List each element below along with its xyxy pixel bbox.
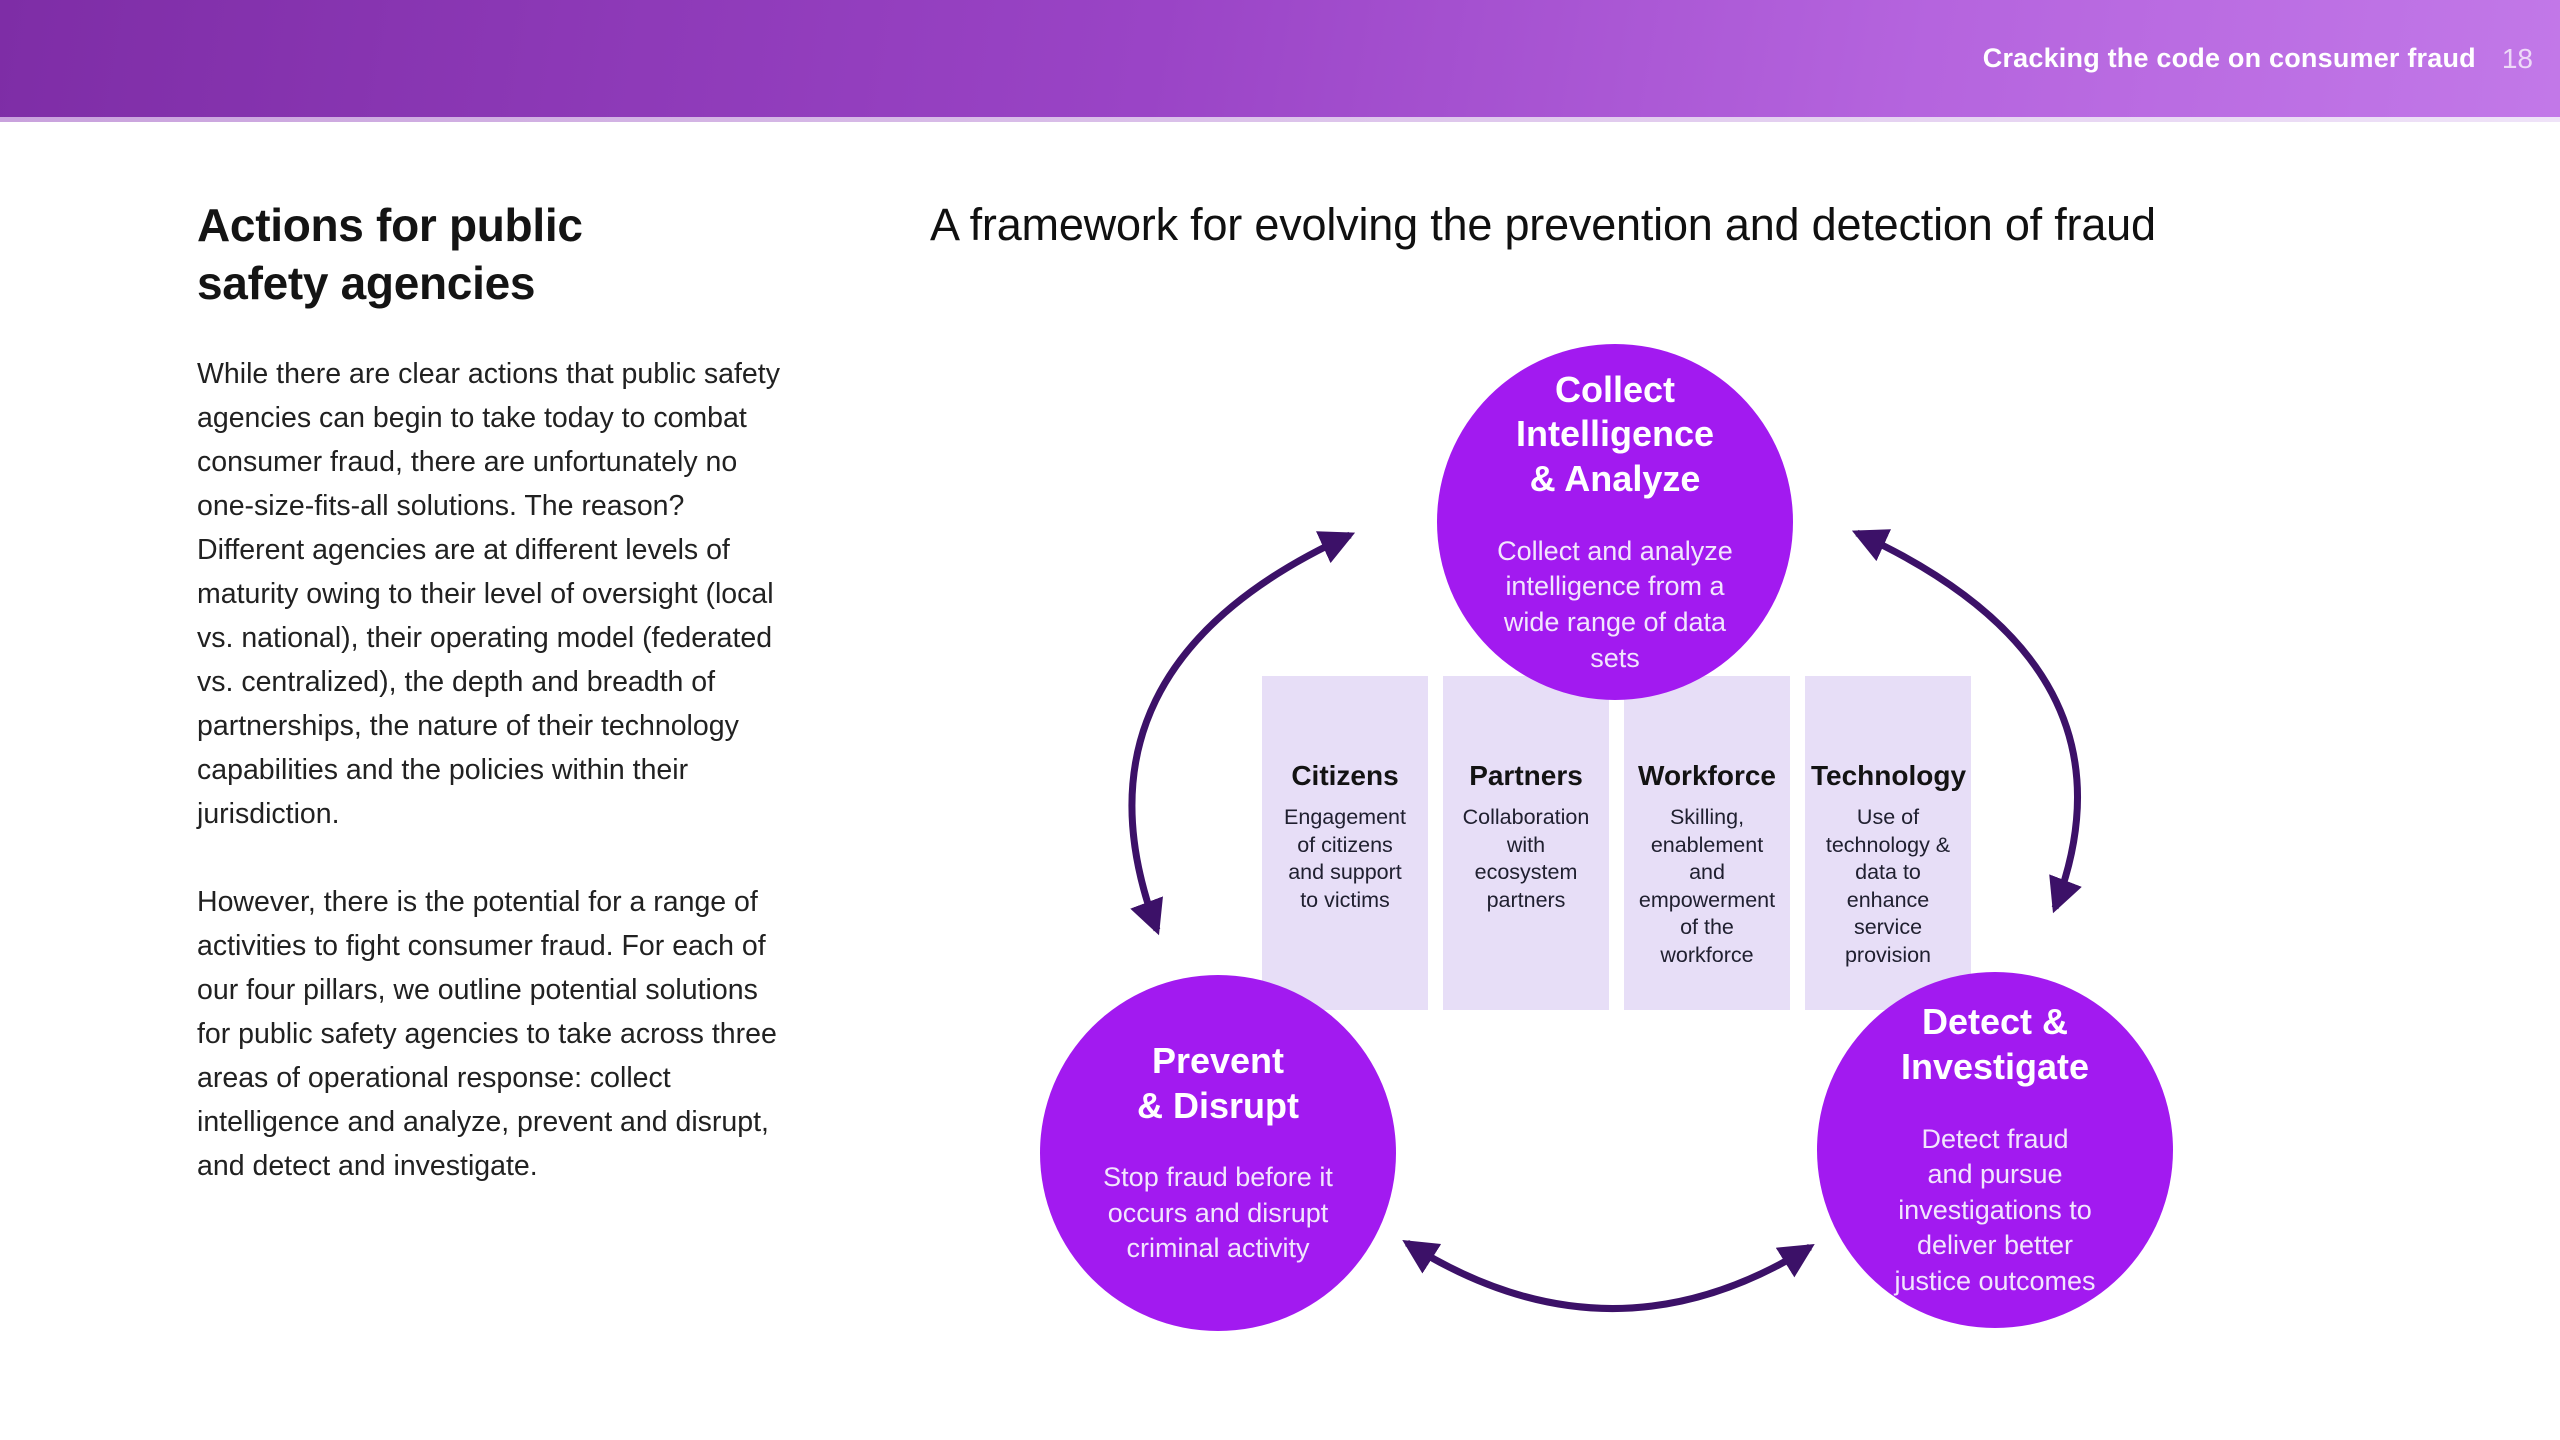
pillar-title: Workforce: [1638, 760, 1776, 791]
circle-collect-intelligence: Collect Intelligence & Analyze Collect a…: [1437, 344, 1793, 700]
body-paragraph-2: However, there is the potential for a ra…: [197, 886, 777, 1182]
circle-description: Collect and analyze intelligence from a …: [1497, 535, 1733, 673]
pillar-description: Engagement of citizens and support to vi…: [1284, 805, 1406, 912]
circle-title: Detect & Investigate: [1900, 1001, 2090, 1087]
section-heading: Actions for public safety agencies: [197, 199, 583, 310]
header-band: Cracking the code on consumer fraud 18: [0, 0, 2560, 122]
body-copy: While there are clear actions that publi…: [197, 352, 797, 1188]
pillar-card-workforce: Workforce Skilling, enablement and empow…: [1624, 676, 1790, 1010]
body-paragraph-1: While there are clear actions that publi…: [197, 358, 780, 830]
pillar-description: Collaboration with ecosystem partners: [1462, 805, 1590, 912]
arrow-bottom-arc: [1402, 1239, 1815, 1312]
pillar-title: Technology: [1811, 760, 1967, 791]
report-title: Cracking the code on consumer fraud: [1982, 43, 2476, 73]
header-right-group: Cracking the code on consumer fraud 18: [1983, 0, 2533, 117]
circle-detect-investigate: Detect & Investigate Detect fraud and pu…: [1817, 972, 2173, 1328]
circle-title: Prevent & Disrupt: [1137, 1039, 1299, 1126]
pillar-card-technology: Technology Use of technology & data to e…: [1805, 676, 1971, 1010]
circle-title: Collect Intelligence & Analyze: [1515, 368, 1715, 500]
pillar-description: Skilling, enablement and empowerment of …: [1638, 805, 1776, 967]
pillar-description: Use of technology & data to enhance serv…: [1825, 805, 1951, 967]
circle-description: Detect fraud and pursue investigations t…: [1894, 1123, 2096, 1297]
circle-prevent-disrupt: Prevent & Disrupt Stop fraud before it o…: [1040, 975, 1396, 1331]
pillar-title: Partners: [1469, 760, 1583, 791]
circle-description: Stop fraud before it occurs and disrupt …: [1103, 1162, 1333, 1264]
pillar-card-citizens: Citizens Engagement of citizens and supp…: [1262, 676, 1428, 1010]
framework-title: A framework for evolving the prevention …: [930, 199, 2156, 250]
pillar-title: Citizens: [1291, 760, 1399, 791]
page-number: 18: [2501, 42, 2533, 74]
pillar-card-partners: Partners Collaboration with ecosystem pa…: [1443, 676, 1609, 1010]
